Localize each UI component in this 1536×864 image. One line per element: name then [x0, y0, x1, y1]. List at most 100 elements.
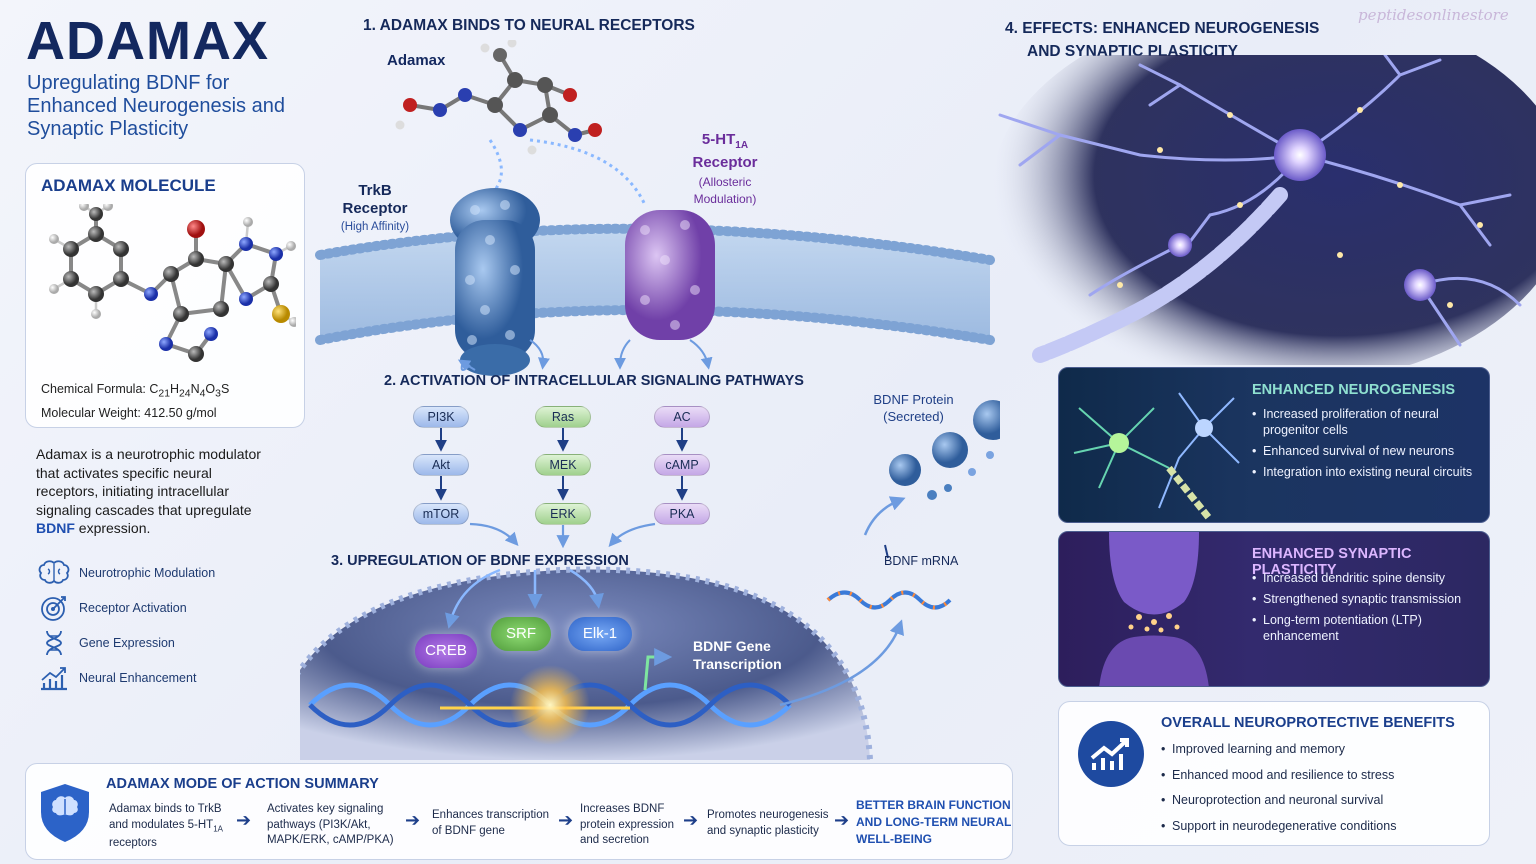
list-item: Increased dendritic spine density — [1252, 570, 1482, 586]
description-part: expression. — [74, 520, 151, 536]
benefits-card: OVERALL NEUROPROTECTIVE BENEFITS Improve… — [1058, 701, 1490, 846]
tf-elk1: Elk-1 — [568, 617, 632, 651]
summary-arrow: ➔ — [558, 810, 574, 831]
trkb-name-2: Receptor — [342, 200, 408, 217]
formula-element: H — [169, 382, 180, 396]
mrna-label: BDNF mRNA — [884, 554, 959, 568]
neurogenesis-neurons-icon — [1073, 392, 1240, 521]
molecule-card: ADAMAX MOLECULE — [25, 163, 305, 428]
summary-text: MAPK/ERK, cAMP/PKA) — [267, 834, 394, 846]
list-item: Strengthened synaptic transmission — [1252, 591, 1482, 607]
summary-step-4: Increases BDNF protein expression and se… — [580, 802, 674, 849]
formula-element: C — [149, 382, 159, 396]
summary-arrow: ➔ — [236, 810, 252, 831]
summary-text: pathways (PI3K/Akt, — [267, 818, 371, 831]
benefits-heading: OVERALL NEUROPROTECTIVE BENEFITS — [1161, 715, 1455, 731]
trkb-label: TrkB Receptor (High Affinity) — [330, 182, 420, 236]
trkb-name: TrkB — [358, 182, 392, 199]
feature-receptor: Receptor Activation — [38, 594, 278, 622]
page-subtitle: Upregulating BDNF for Enhanced Neurogene… — [27, 72, 285, 140]
summary-step-1: Adamax binds to TrkB and modulates 5-HT1… — [109, 802, 223, 852]
formula-element: O — [205, 382, 216, 396]
chart-up-icon — [41, 667, 67, 691]
transcription-line-1: BDNF Gene — [693, 638, 771, 654]
dna-helix — [308, 665, 792, 745]
protein-label-1: BDNF Protein — [873, 392, 954, 407]
ligand-label: Adamax — [387, 52, 446, 69]
summary-text: Enhances transcription — [432, 809, 549, 821]
feature-label: Neurotrophic Modulation — [79, 566, 216, 580]
node-pka: PKA — [654, 503, 710, 525]
description-highlight: BDNF — [36, 520, 75, 536]
feature-label: Gene Expression — [79, 636, 175, 650]
step4-heading-1: 4. EFFECTS: ENHANCED NEUROGENESIS — [1005, 20, 1320, 37]
5ht1a-receptor — [625, 210, 715, 340]
feature-neurotrophic: Neurotrophic Modulation — [38, 559, 278, 587]
trkb-receptor — [450, 188, 540, 376]
node-akt: Akt — [413, 454, 469, 476]
step2-heading: 2. ACTIVATION OF INTRACELLULAR SIGNALING… — [384, 373, 804, 389]
summary-arrow: ➔ — [405, 810, 421, 831]
bdnf-protein-clusters — [889, 400, 1000, 500]
node-mtor: mTOR — [413, 503, 469, 525]
summary-step-2: Activates key signaling pathways (PI3K/A… — [267, 802, 394, 849]
list-item: Long-term potentiation (LTP) enhancement — [1252, 612, 1482, 644]
plasticity-list: Increased dendritic spine density Streng… — [1252, 570, 1482, 649]
dna-icon — [46, 630, 62, 656]
node-ac: AC — [654, 406, 710, 428]
list-item: Neuroprotection and neuronal survival — [1161, 793, 1396, 819]
formula-subscript: 21 — [158, 388, 170, 400]
ht-note-1: (Allosteric — [698, 175, 752, 189]
brain-shield-icon — [41, 784, 89, 842]
feature-label: Neural Enhancement — [79, 671, 197, 685]
summary-final-text: AND LONG-TERM NEURAL — [856, 815, 1012, 829]
trkb-note: (High Affinity) — [340, 221, 410, 233]
list-item: Increased proliferation of neural progen… — [1252, 406, 1482, 438]
summary-text: and secretion — [580, 834, 650, 846]
tf-srf: SRF — [491, 617, 551, 651]
node-pi3k: PI3K — [413, 406, 469, 428]
node-ras: Ras — [535, 406, 591, 428]
bdnf-mrna — [826, 590, 952, 610]
ht-name: 5-HT — [701, 131, 736, 148]
formula-element: S — [220, 382, 230, 396]
summary-step-5: Promotes neurogenesis and synaptic plast… — [707, 808, 828, 839]
molecular-weight: Molecular Weight: 412.50 g/mol — [41, 405, 217, 420]
feature-neural: Neural Enhancement — [38, 664, 278, 692]
summary-text: Promotes neurogenesis — [707, 809, 829, 821]
summary-text: Activates key signaling — [267, 803, 384, 815]
summary-text: Adamax binds to TrkB — [109, 803, 222, 815]
summary-step-3: Enhances transcription of BDNF gene — [432, 808, 549, 839]
summary-final: BETTER BRAIN FUNCTION AND LONG-TERM NEUR… — [856, 797, 1011, 848]
summary-text: receptors — [109, 837, 157, 850]
summary-text: protein expression — [580, 818, 674, 831]
summary-text: and synaptic plasticity — [707, 824, 819, 837]
feature-gene: Gene Expression — [38, 629, 278, 657]
formula-subscript: 3 — [215, 388, 221, 400]
growth-chart-icon — [1078, 721, 1144, 787]
brain-icon — [38, 560, 70, 584]
list-item: Support in neurodegenerative conditions — [1161, 819, 1396, 845]
page-title: ADAMAX — [26, 11, 269, 71]
neuron-network-illustration — [990, 55, 1536, 365]
summary-final-text: WELL-BEING — [856, 832, 932, 846]
watermark: peptidesonlinestore — [1358, 6, 1509, 24]
list-item: Integration into existing neural circuit… — [1252, 464, 1482, 480]
formula-subscript: 24 — [179, 388, 191, 400]
target-icon — [41, 596, 66, 621]
adamax-ligand-molecule — [395, 40, 602, 155]
summary-subscript: 1A — [213, 823, 223, 833]
protein-label-2: (Secreted) — [883, 409, 944, 424]
feature-label: Receptor Activation — [79, 601, 187, 615]
synapse-icon — [1099, 532, 1209, 686]
summary-heading: ADAMAX MODE OF ACTION SUMMARY — [106, 776, 379, 792]
summary-text: and modulates 5-HT — [109, 818, 214, 831]
node-mek: MEK — [535, 454, 591, 476]
tf-creb: CREB — [415, 634, 477, 668]
ht-name-2: Receptor — [692, 154, 758, 171]
molecule-ball-stick-icon — [49, 204, 296, 362]
ht-note-2: Modulation) — [693, 192, 757, 206]
formula-subscript: 4 — [199, 388, 206, 400]
plasticity-card: ENHANCED SYNAPTIC PLASTICITY Increased d… — [1058, 531, 1490, 687]
summary-arrow: ➔ — [834, 810, 850, 831]
